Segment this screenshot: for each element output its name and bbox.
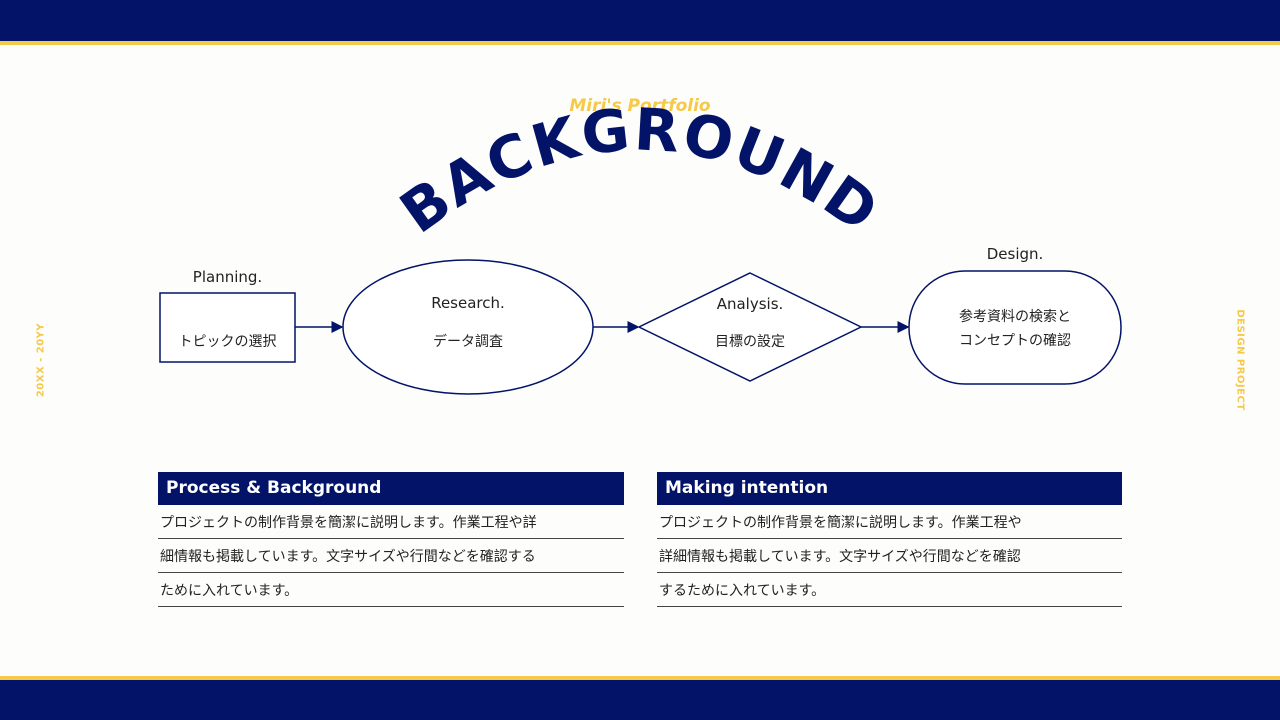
research-ellipse bbox=[342, 259, 594, 395]
planning-box bbox=[159, 292, 296, 363]
design-body-line2: コンセプトの確認 bbox=[959, 333, 1071, 349]
page-title-arc: BACKGROUND bbox=[388, 95, 892, 246]
design-pill bbox=[908, 270, 1122, 385]
intention-section: Making intention プロジェクトの制作背景を簡潔に説明します。作業… bbox=[657, 472, 1122, 607]
design-title: Design. bbox=[986, 245, 1044, 263]
intention-line-1: プロジェクトの制作背景を簡潔に説明します。作業工程や bbox=[657, 505, 1122, 539]
analysis-body: 目標の設定 bbox=[715, 334, 785, 350]
page-title: BACKGROUND bbox=[388, 95, 890, 246]
process-line-2: 細情報も掲載しています。文字サイズや行間などを確認する bbox=[158, 539, 624, 573]
design-body-line1: 参考資料の検索と bbox=[959, 309, 1071, 325]
analysis-title: Analysis. bbox=[716, 295, 784, 313]
analysis-diamond bbox=[637, 272, 863, 382]
process-line-3: ために入れています。 bbox=[158, 573, 624, 607]
portfolio-title: Miri's Portfolio bbox=[569, 96, 711, 116]
bottom-band bbox=[0, 676, 1280, 720]
top-band bbox=[0, 0, 1280, 45]
process-line-1: プロジェクトの制作背景を簡潔に説明します。作業工程や詳 bbox=[158, 505, 624, 539]
planning-title: Planning. bbox=[192, 268, 263, 286]
research-title: Research. bbox=[431, 294, 505, 312]
process-section: Process & Background プロジェクトの制作背景を簡潔に説明しま… bbox=[158, 472, 624, 607]
intention-line-3: するために入れています。 bbox=[657, 573, 1122, 607]
intention-heading: Making intention bbox=[657, 472, 1122, 505]
research-body: データ調査 bbox=[433, 334, 503, 350]
process-heading: Process & Background bbox=[158, 472, 624, 505]
planning-body: トピックの選択 bbox=[178, 334, 277, 350]
intention-line-2: 詳細情報も掲載しています。文字サイズや行間などを確認 bbox=[657, 539, 1122, 573]
